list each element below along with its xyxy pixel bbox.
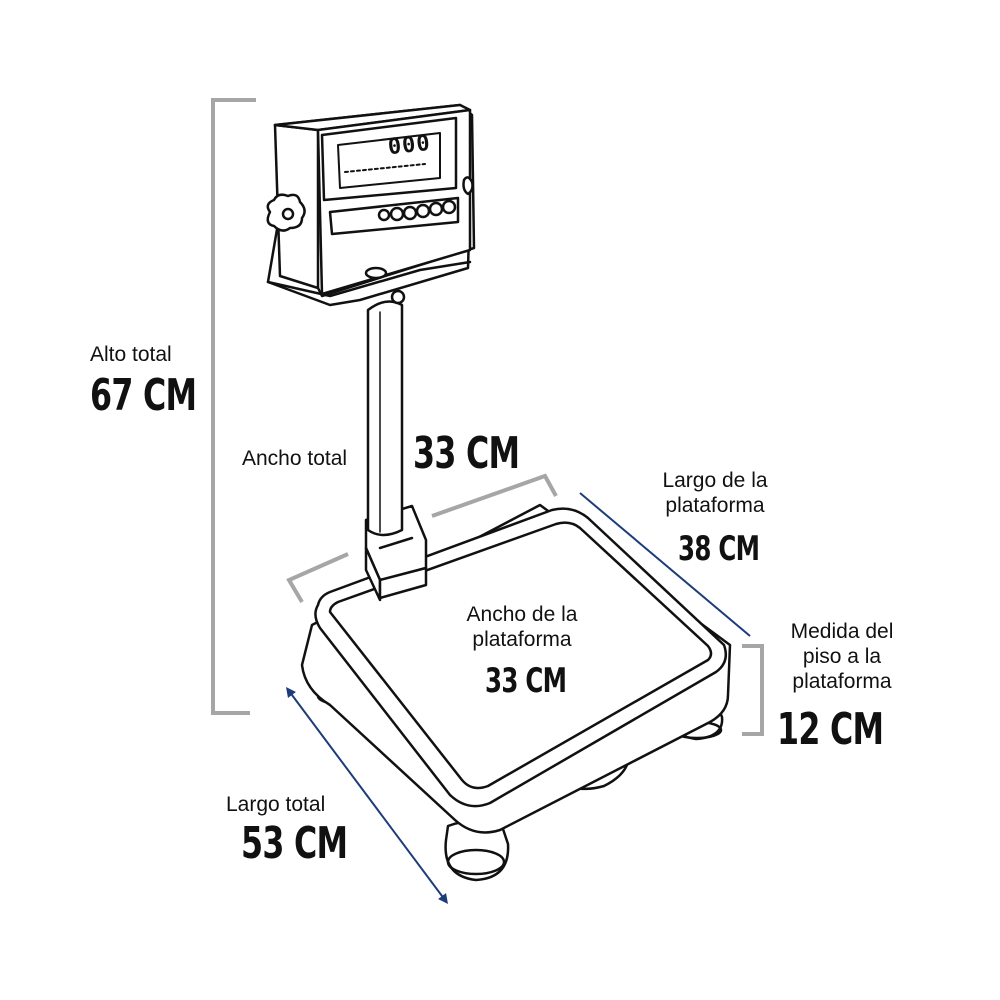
height-bracket: [211, 98, 256, 715]
medida-piso-value: 12 CM: [777, 704, 884, 755]
gray-dimension-brackets: [211, 98, 764, 736]
ancho-total-value: 33 CM: [413, 428, 520, 479]
indicator-housing: [273, 103, 476, 298]
pole-screw: [390, 289, 406, 305]
floor-height-bracket: [742, 644, 764, 736]
ancho-plataforma-value: 33 CM: [485, 661, 567, 701]
ancho-total-caption: Ancho total: [242, 447, 348, 470]
lcd-display: [337, 132, 441, 189]
largo-plataforma-caption: Largo de la plataforma: [662, 469, 768, 517]
alto-total-value: 67 CM: [90, 370, 197, 421]
adjustment-knob: [266, 176, 474, 232]
lcd-reading: 000: [386, 130, 432, 161]
largo-total-caption: Largo total: [226, 793, 326, 816]
largo-total-value: 53 CM: [241, 818, 348, 869]
column-mount: [364, 504, 428, 602]
width-bracket-right: [431, 473, 558, 518]
alto-total-caption: Alto total: [90, 343, 172, 366]
platform-length-line: [579, 492, 751, 637]
largo-plataforma-value: 38 CM: [678, 529, 760, 569]
column-pole: [366, 300, 404, 537]
medida-piso-caption: Medida del piso a la plataforma: [790, 620, 894, 693]
weighing-scale-illustration: [266, 103, 732, 882]
keypad-buttons: [377, 199, 457, 222]
ancho-plataforma-caption: Ancho de la plataforma: [466, 603, 578, 651]
total-length-arrow: [286, 686, 448, 905]
width-bracket-left: [286, 552, 349, 604]
platform-inner-edge: [328, 521, 713, 790]
